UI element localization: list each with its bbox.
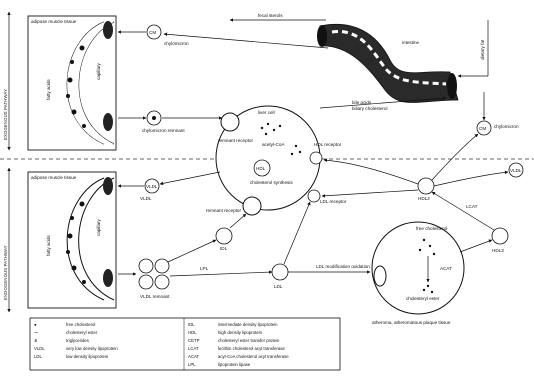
liver-cell: liver cell remnant receptor acetyl-CoA H… — [206, 106, 347, 215]
svg-text:liver cell: liver cell — [258, 110, 275, 115]
fecal-sterols-label: fecal sterols — [258, 13, 283, 18]
svg-text:dietary fat: dietary fat — [480, 39, 485, 60]
arrow-ldl-to-ldl-receptor — [284, 202, 310, 264]
svg-text:atheroma, atheromatous plaque: atheroma, atheromatous plaque tissue — [372, 320, 451, 325]
legend-text: triglycerides — [66, 338, 89, 343]
legend-text: lecithin cholesterol acyl transferase — [218, 346, 285, 351]
legend-text: free cholesterol — [66, 322, 95, 327]
adipose-tissue-bottom: adipose muscle tissue fatty acids capill… — [28, 172, 116, 308]
legend-sym: LDL — [34, 354, 42, 359]
arrow-atheroma-to-hdl3 — [460, 240, 492, 252]
svg-text:remnant receptor: remnant receptor — [206, 208, 241, 213]
vldl-remnant-cluster: VLDL remnant — [139, 259, 170, 299]
idl: IDL — [216, 228, 232, 251]
hdl3-to-hdl2 — [432, 192, 494, 230]
legend-text: lipoprotein lipase — [218, 362, 251, 367]
svg-text:adipose muscle tissue: adipose muscle tissue — [31, 175, 77, 180]
svg-text:EXOGENOUS PATHWAY: EXOGENOUS PATHWAY — [3, 89, 8, 140]
legend-sym: HDL — [188, 330, 197, 335]
chylomicron-right: CM chylomicron — [477, 92, 519, 135]
intestine: intestine — [317, 24, 458, 102]
ldl: LDL — [272, 264, 288, 289]
ldl-modification-label: LDL modification oxidation — [316, 264, 370, 269]
legend-sym: ● — [34, 322, 37, 327]
arrow-intestine-to-chylomicron — [164, 34, 328, 48]
svg-text:LDL receptor: LDL receptor — [320, 199, 347, 204]
legend-text: cholesteryl ester transfer protein — [218, 338, 280, 343]
vldl-bottom-top: VLDL VLDL — [140, 179, 159, 201]
svg-text:HDL receptor: HDL receptor — [314, 142, 342, 147]
legend-sym: LCAT — [188, 346, 199, 351]
svg-text:fatty acids: fatty acids — [46, 79, 51, 100]
svg-text:intestine: intestine — [402, 40, 420, 45]
legend-sym: IDL — [188, 322, 195, 327]
svg-text:acetyl-CoA: acetyl-CoA — [262, 142, 285, 147]
legend-sym: ⊸ — [34, 330, 38, 335]
svg-text:VLDL: VLDL — [510, 168, 522, 173]
legend-text: very low density lipoprotein — [66, 346, 118, 351]
svg-text:VLDL: VLDL — [146, 184, 158, 189]
svg-text:biliary cholesterol: biliary cholesterol — [352, 106, 388, 111]
svg-text:IDL: IDL — [220, 246, 228, 251]
svg-text:capillary: capillary — [96, 218, 101, 236]
svg-text:cholesterol synthesis: cholesterol synthesis — [250, 180, 293, 185]
legend-text: high density lipoprotein — [218, 330, 263, 335]
svg-text:chylomicron: chylomicron — [494, 124, 519, 129]
svg-text:remnant receptor: remnant receptor — [218, 138, 253, 143]
hdl3: HDL3 — [492, 228, 508, 253]
svg-text:capillary: capillary — [96, 62, 101, 80]
svg-text:chylomicron remnant: chylomicron remnant — [142, 128, 185, 133]
svg-text:bile acids: bile acids — [352, 100, 372, 105]
legend-text: acyl-CoA cholesterol acyl transferase — [218, 354, 289, 359]
hdl-to-chylomicron — [432, 134, 478, 180]
lcat-label: LCAT — [466, 204, 478, 209]
arrow-remnant-to-idl — [168, 240, 216, 262]
svg-text:CM: CM — [479, 126, 486, 131]
side-label-top: EXOGENOUS PATHWAY — [3, 12, 9, 150]
dietary-fat-input: dietary fat — [458, 20, 488, 76]
arrow-remnant-to-ldl — [170, 272, 272, 276]
legend-sym: ⋔ — [34, 338, 38, 343]
svg-text:HDL: HDL — [256, 166, 266, 171]
legend-text: intermediate density lipoprotein — [218, 322, 278, 327]
svg-text:HDL3: HDL3 — [492, 248, 504, 253]
lpl-label: LPL — [200, 266, 209, 271]
hdl2-to-liver-arrow — [324, 160, 418, 184]
svg-text:ACAT: ACAT — [440, 266, 452, 271]
svg-text:VLDL: VLDL — [140, 196, 152, 201]
hdl2: HDL2 — [418, 178, 434, 201]
chylomicron-remnant: chylomicron remnant — [142, 111, 185, 133]
svg-text:LDL: LDL — [274, 284, 283, 289]
side-label-bottom: ENDOGENOUS PATHWAY — [3, 168, 9, 312]
legend-sym: LPL — [188, 362, 196, 367]
svg-text:free cholesterol: free cholesterol — [416, 226, 447, 231]
svg-text:adipose muscle tissue: adipose muscle tissue — [31, 19, 77, 24]
legend-sym: CETP — [188, 338, 200, 343]
hdl2-to-ldl-receptor — [322, 190, 418, 196]
svg-text:CM: CM — [149, 30, 156, 35]
legend-sym: VLDL — [34, 346, 45, 351]
svg-text:fatty acids: fatty acids — [46, 235, 51, 256]
svg-text:VLDL remnant: VLDL remnant — [140, 294, 170, 299]
hdl-to-vldl — [434, 172, 508, 186]
svg-text:ENDOGENOUS PATHWAY: ENDOGENOUS PATHWAY — [3, 245, 8, 300]
legend-text: cholesteryl ester — [66, 330, 98, 335]
arrow-idl-to-liver — [230, 214, 246, 228]
arrow-liver-to-vldl — [160, 172, 220, 184]
svg-text:HDL2: HDL2 — [418, 196, 430, 201]
atheroma-cell: free cholesterol ACAT cholesteryl ester … — [372, 222, 464, 325]
adipose-tissue-top: adipose muscle tissue fatty acids capill… — [28, 16, 116, 150]
svg-text:cholesteryl ester: cholesteryl ester — [406, 296, 440, 301]
svg-text:chylomicron: chylomicron — [164, 41, 189, 46]
legend-sym: ACAT — [188, 354, 200, 359]
vldl-right: VLDL — [509, 163, 523, 177]
legend: ● free cholesterol IDL intermediate dens… — [30, 318, 340, 370]
legend-text: low density lipoprotein — [66, 354, 109, 359]
